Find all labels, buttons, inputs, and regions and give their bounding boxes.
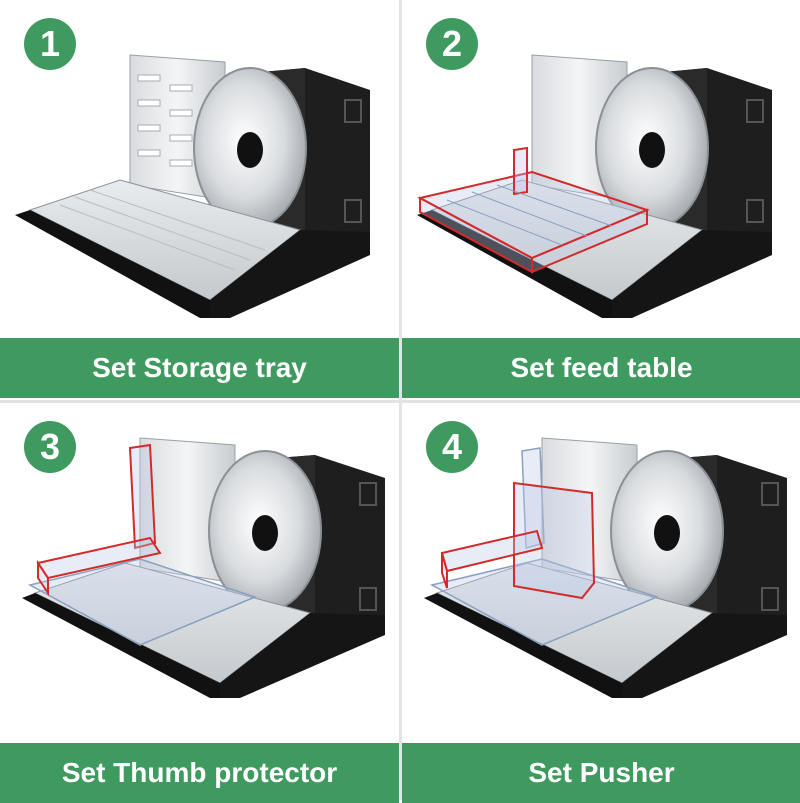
- slicer-illustration-4: [424, 437, 787, 698]
- slicer-illustration-3: [22, 437, 385, 698]
- step-caption: Set Pusher: [402, 743, 800, 803]
- step-number-badge: 2: [426, 18, 478, 70]
- step-number-badge: 3: [24, 421, 76, 473]
- step-caption: Set feed table: [402, 338, 800, 398]
- step-number-badge: 1: [24, 18, 76, 70]
- divider-horizontal: [0, 400, 800, 403]
- slicer-illustration-1: [15, 54, 370, 318]
- step-caption: Set Storage tray: [0, 338, 399, 398]
- step-panel-3: 3 Set Thumb protector: [0, 403, 399, 803]
- step-caption: Set Thumb protector: [0, 743, 399, 803]
- step-number-badge: 4: [426, 421, 478, 473]
- step-panel-4: 4 Set Pusher: [402, 403, 800, 803]
- step-panel-1: 1 Set Storage tray: [0, 0, 399, 400]
- slicer-illustration-2: [417, 54, 772, 318]
- step-panel-2: 2 Set feed table: [402, 0, 800, 400]
